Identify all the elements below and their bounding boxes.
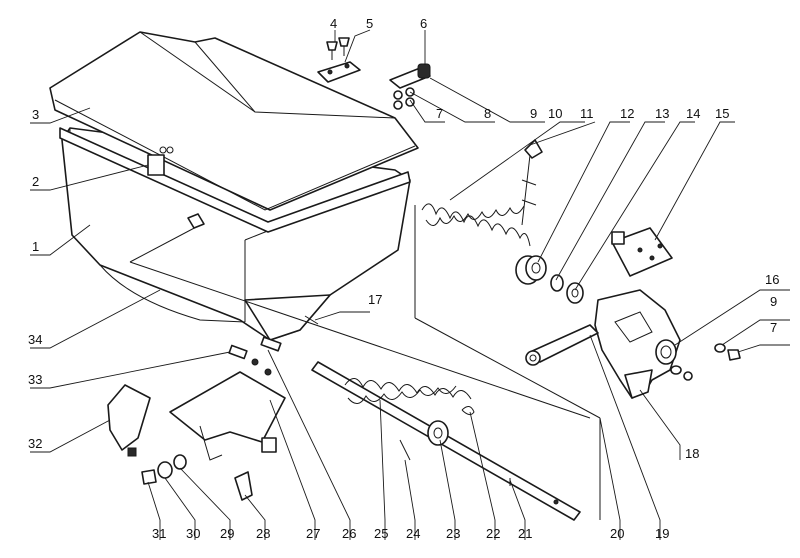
hopper-bolts: [228, 336, 282, 376]
mounting-plate: [611, 227, 673, 277]
auger-flighting: [344, 378, 472, 404]
shaft-collar: [427, 420, 449, 446]
callout-5: 5: [366, 16, 373, 31]
callout-11: 11: [580, 106, 594, 121]
hinge-plate: [317, 61, 361, 83]
callout-24: 24: [406, 526, 420, 541]
callout-16: 16: [765, 272, 779, 287]
callout-30: 30: [186, 526, 200, 541]
callout-13: 13: [655, 106, 669, 121]
deflector-flap: [107, 384, 151, 457]
callout-31: 31: [152, 526, 166, 541]
leader-lines: [30, 29, 790, 540]
callout-12: 12: [620, 106, 634, 121]
callout-29: 29: [220, 526, 234, 541]
shaft-pin: [399, 439, 411, 461]
hopper-lid: [49, 31, 419, 233]
shaft-clip: [461, 406, 475, 416]
support-bracket: [169, 371, 286, 461]
gearbox-housing: [594, 289, 681, 399]
linkage-rod: [129, 213, 591, 419]
callout-9-top: 9: [530, 106, 537, 121]
locating-pin: [304, 315, 319, 325]
gearbox-fasteners: [670, 343, 741, 381]
callout-15: 15: [715, 106, 729, 121]
callout-27: 27: [306, 526, 320, 541]
callout-4: 4: [330, 16, 337, 31]
callout-23: 23: [446, 526, 460, 541]
callout-9-right: 9: [770, 294, 777, 309]
callout-34: 34: [28, 332, 42, 347]
callout-20: 20: [610, 526, 624, 541]
callout-6: 6: [420, 16, 427, 31]
callout-2: 2: [32, 174, 39, 189]
callout-8: 8: [484, 106, 491, 121]
callout-26: 26: [342, 526, 356, 541]
callout-22: 22: [486, 526, 500, 541]
callout-25: 25: [374, 526, 388, 541]
callout-18: 18: [685, 446, 699, 461]
hinge-screws: [326, 37, 350, 60]
callout-33: 33: [28, 372, 42, 387]
callout-28: 28: [256, 526, 270, 541]
crank-lever: [525, 324, 599, 366]
callout-14: 14: [686, 106, 700, 121]
callout-17: 17: [368, 292, 382, 307]
callout-3: 3: [32, 107, 39, 122]
callout-21: 21: [518, 526, 532, 541]
callout-7-right: 7: [770, 320, 777, 335]
callout-7-top: 7: [436, 106, 443, 121]
trip-finger: [521, 139, 543, 226]
spring-coil: [421, 203, 531, 247]
drive-bushing: [515, 255, 547, 285]
hinge-bracket: [389, 63, 431, 110]
callout-32: 32: [28, 436, 42, 451]
callout-1: 1: [32, 239, 39, 254]
bracket-fasteners: [141, 454, 253, 501]
callout-19: 19: [655, 526, 669, 541]
retaining-rings: [550, 274, 584, 304]
callout-10: 10: [548, 106, 562, 121]
callout-labels: 1 2 3 4 5 6 7 8 9 10 11 12 13 14 15 16 9…: [28, 16, 779, 541]
assembly-boundary-lines: [414, 205, 601, 520]
